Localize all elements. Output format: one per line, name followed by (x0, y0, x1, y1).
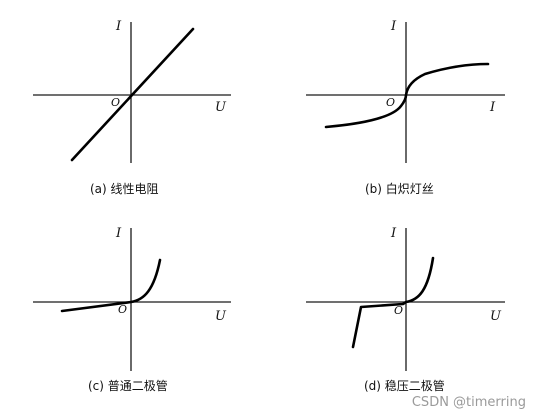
panel-c-curve (60, 258, 162, 313)
panel-c-origin-label: O (118, 303, 127, 316)
watermark: CSDN @timerring (411, 395, 526, 410)
panel-d-origin-label: O (394, 304, 403, 317)
panel-b-y-label: I (390, 19, 397, 34)
panel-a-y-label: I (115, 19, 122, 34)
panel-a-x-label: U (215, 100, 227, 115)
panel-b-curve (324, 62, 490, 129)
panel-a: I U O (a) 线性电阻 (33, 19, 231, 196)
panel-c-y-label: I (115, 226, 122, 241)
panel-b-x-label: I (489, 100, 496, 115)
panel-c: I U O (c) 普通二极管 (33, 226, 231, 393)
panel-c-x-label: U (215, 309, 227, 324)
panel-a-curve (70, 27, 195, 162)
panel-d-y-label: I (390, 226, 397, 241)
panel-b-origin-label: O (386, 96, 395, 109)
panel-b-caption: (b) 白炽灯丝 (365, 181, 434, 196)
panel-a-origin-label: O (111, 96, 120, 109)
panel-d-caption: (d) 稳压二极管 (364, 378, 445, 393)
panel-d: I U O (d) 稳压二极管 (306, 226, 505, 393)
panel-d-curve (351, 256, 435, 349)
panel-c-caption: (c) 普通二极管 (88, 378, 168, 393)
panel-b: I I O (b) 白炽灯丝 (306, 19, 505, 196)
panel-a-caption: (a) 线性电阻 (90, 182, 159, 196)
panel-d-x-label: U (490, 309, 502, 324)
